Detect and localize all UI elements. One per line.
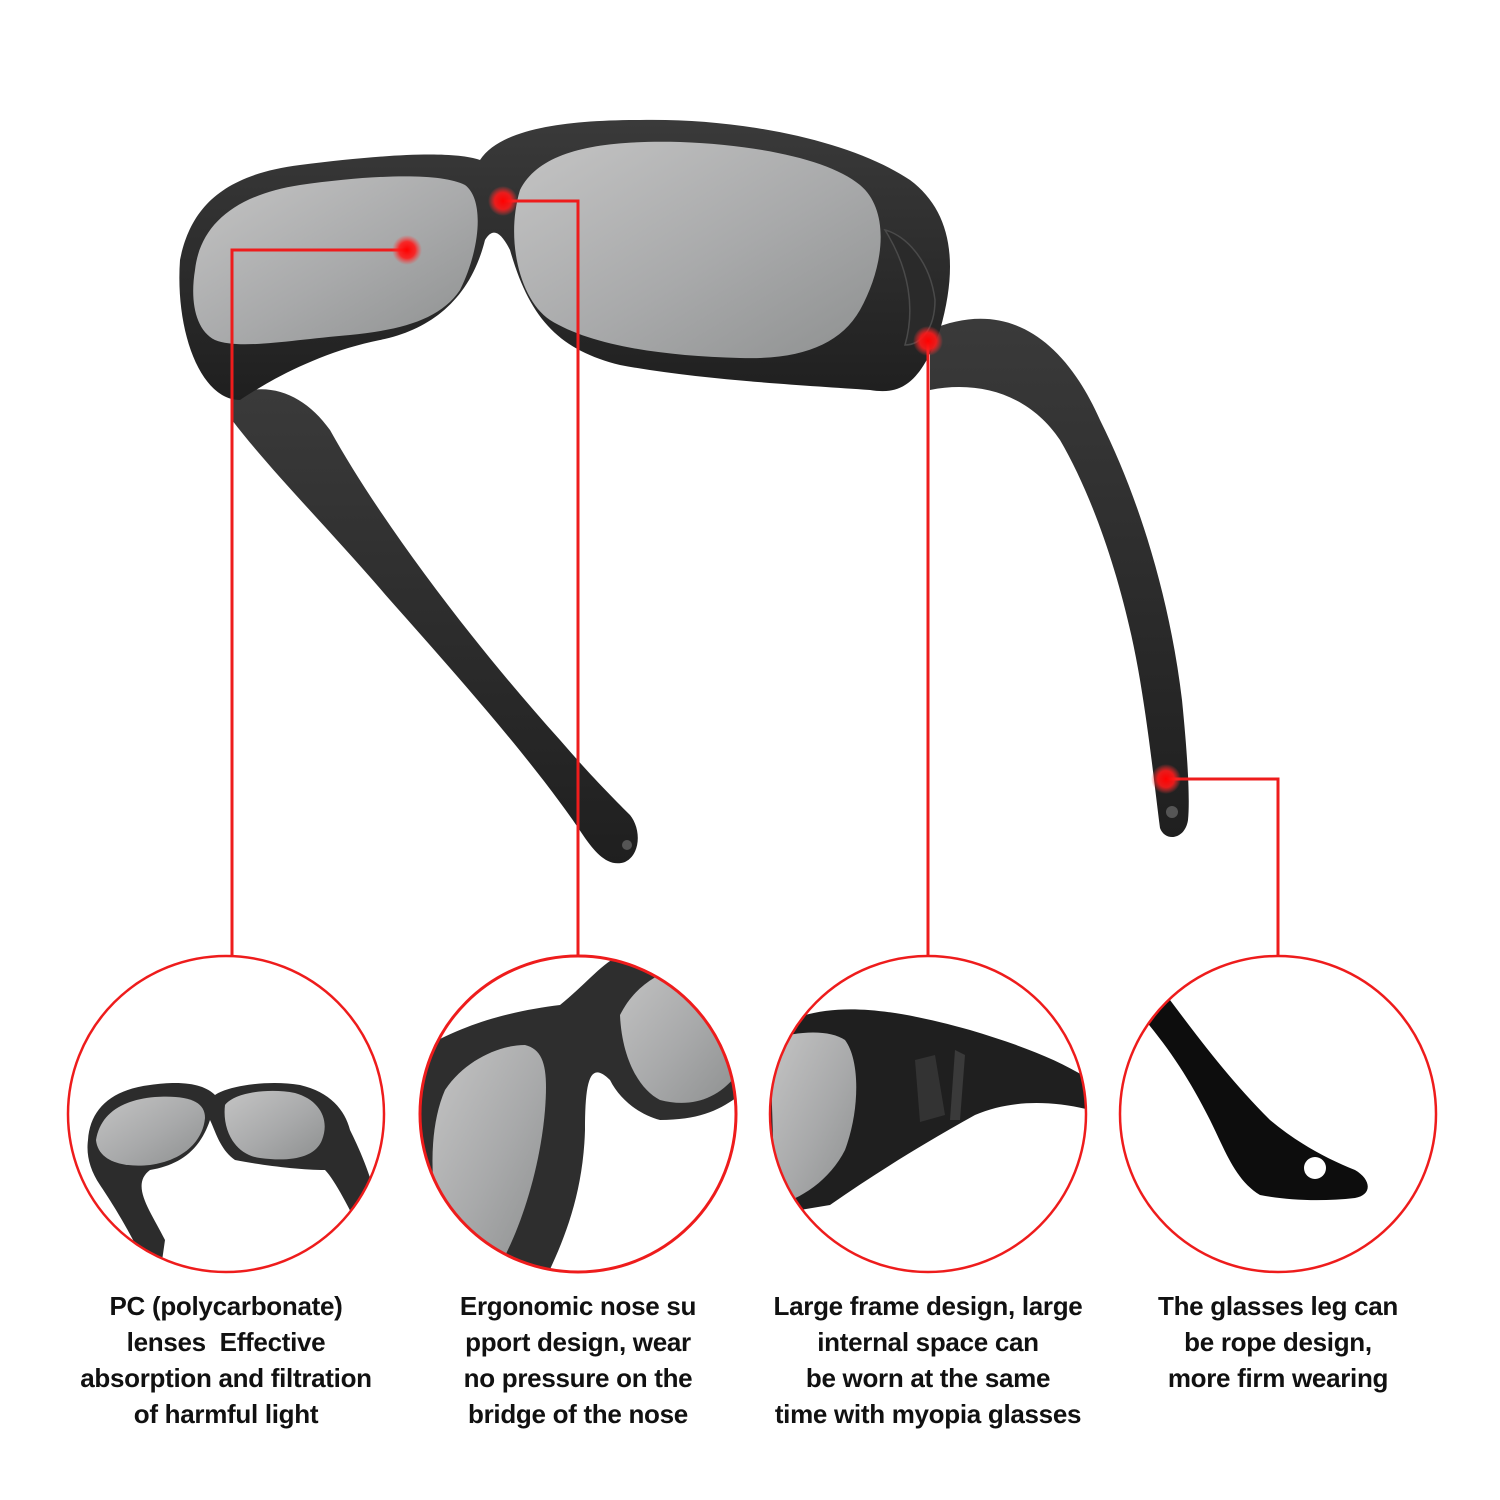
right-temple	[930, 318, 1189, 838]
caption-line: internal space can	[817, 1327, 1039, 1357]
caption-line: be worn at the same	[805, 1363, 1051, 1393]
callout-dot-frame	[913, 326, 943, 356]
caption-temple-tip: The glasses leg can be rope design, more…	[1098, 1288, 1458, 1396]
callout-line-nose-bridge	[503, 199, 580, 955]
callout-line-temple-tip	[1166, 777, 1280, 955]
right-lens	[514, 141, 881, 359]
left-temple	[232, 389, 638, 864]
caption-line: lenses Effective	[126, 1327, 326, 1357]
caption-line: of harmful light	[133, 1399, 319, 1429]
caption-line: absorption and filtration	[80, 1363, 372, 1393]
caption-nose-bridge: Ergonomic nose su pport design, wear no …	[398, 1288, 758, 1432]
detail-circle-frame	[768, 954, 1088, 1274]
caption-line: The glasses leg can	[1158, 1291, 1398, 1321]
callout-lines	[230, 199, 1280, 955]
caption-line: no pressure on the	[463, 1363, 693, 1393]
callout-line-lens	[230, 248, 407, 955]
main-glasses	[179, 119, 1189, 864]
caption-frame: Large frame design, large internal space…	[748, 1288, 1108, 1432]
caption-line: Large frame design, large	[773, 1291, 1083, 1321]
caption-line: pport design, wear	[465, 1327, 691, 1357]
detail-circle-nose-bridge	[418, 954, 738, 1274]
detail-circle-lens	[66, 954, 386, 1274]
caption-line: bridge of the nose	[468, 1399, 688, 1429]
callout-dot-nose-bridge	[488, 186, 518, 216]
caption-line: more firm wearing	[1167, 1363, 1389, 1393]
left-lens	[193, 176, 478, 345]
caption-line: time with myopia glasses	[774, 1399, 1082, 1429]
caption-line: be rope design,	[1184, 1327, 1372, 1357]
callout-dot-temple-tip	[1151, 764, 1181, 794]
caption-line: Ergonomic nose su	[459, 1291, 697, 1321]
caption-line: PC (polycarbonate)	[109, 1291, 343, 1321]
callout-dots	[392, 186, 1181, 794]
callout-dot-lens	[392, 235, 422, 265]
caption-lens: PC (polycarbonate) lenses Effective abso…	[46, 1288, 406, 1432]
detail-circle-temple-tip	[1118, 954, 1438, 1274]
